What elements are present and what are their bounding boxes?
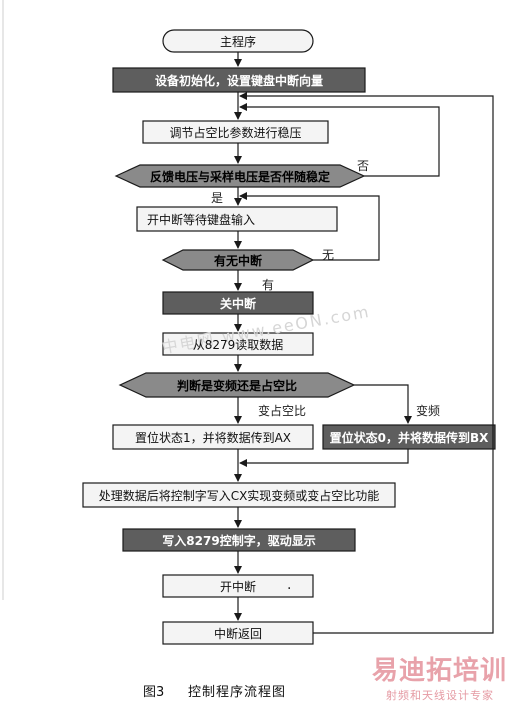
- figure-number: 图3: [143, 685, 165, 700]
- node-init-shape: [112, 67, 366, 93]
- edge-check-no-loop: [239, 103, 440, 177]
- node-write-8279-shape: [122, 528, 356, 552]
- node-judge-label: 判断是变频还是占空比: [176, 378, 297, 393]
- node-start-label: 主程序: [219, 34, 256, 49]
- node-set-ax-shape: [112, 424, 314, 450]
- edge-judge-freq: [354, 384, 412, 424]
- node-enable-int-shape: [136, 206, 338, 232]
- logo-watermark: 易迪拓培训: [372, 656, 508, 686]
- node-write-8279-label: 写入8279控制字，驱动显示: [162, 533, 316, 548]
- figure-title: 控制程序流程图: [188, 685, 287, 700]
- node-process-shape: [82, 482, 396, 508]
- node-init-label: 设备初始化，设置键盘中断向量: [154, 73, 323, 88]
- node-open-int-mark: .: [287, 577, 292, 593]
- edge-hasint-none-loop: [239, 192, 380, 261]
- node-set-bx-shape: [322, 424, 496, 450]
- edge-label-duty: 变占空比: [258, 404, 307, 418]
- edge-label-freq: 变频: [416, 404, 441, 418]
- node-disable-int-label: 关中断: [219, 296, 256, 311]
- edge-label-no: 否: [357, 159, 370, 173]
- edge-label-none: 无: [322, 248, 335, 262]
- edge-return-loop: [239, 92, 494, 634]
- node-int-return-label: 中断返回: [213, 626, 262, 641]
- edge-label-yes: 是: [211, 191, 224, 205]
- edge-bx-merge: [239, 449, 409, 467]
- logo-watermark-subtitle: 射频和天线设计专家: [386, 689, 494, 702]
- node-has-int-label: 有无中断: [213, 253, 262, 268]
- node-process-label: 处理数据后将控制字写入CX实现变频或变占空比功能: [98, 488, 380, 503]
- node-open-int-label: 开中断: [219, 579, 256, 594]
- node-adjust-shape: [142, 120, 329, 144]
- node-check-stable-label: 反馈电压与采样电压是否伴随稳定: [149, 169, 330, 184]
- edge-label-has: 有: [262, 278, 275, 292]
- node-adjust-label: 调节占空比参数进行稳压: [169, 125, 302, 140]
- node-set-bx-label: 置位状态0，并将数据传到BX: [329, 430, 489, 445]
- node-set-ax-label: 置位状态1，并将数据传到AX: [134, 430, 292, 445]
- node-read-8279-label: 从8279读取数据: [192, 337, 284, 352]
- node-enable-int-label: 开中断等待键盘输入: [147, 212, 256, 227]
